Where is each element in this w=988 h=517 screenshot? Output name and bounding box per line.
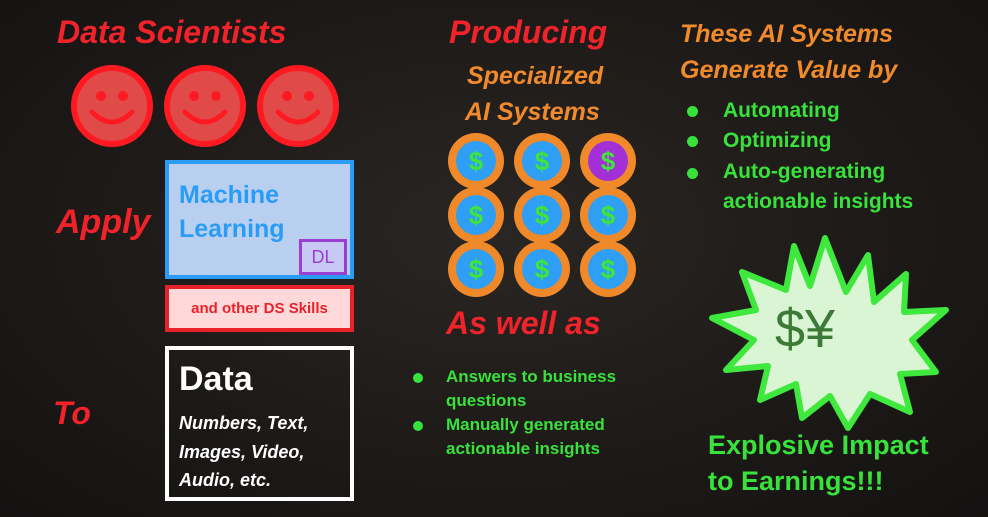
earnings-text: to Earnings!!! xyxy=(708,466,884,496)
dollar-coin-icon: $ xyxy=(580,241,636,297)
these-ai-systems-heading: These AI Systems xyxy=(680,20,894,48)
apply-label: Apply xyxy=(56,203,151,241)
bullet-text: actionable insights xyxy=(723,190,914,213)
bullet-text: Auto-generating xyxy=(723,160,886,183)
specialized-heading: Specialized xyxy=(467,62,604,90)
ds-skills-box: and other DS Skills xyxy=(165,285,354,332)
dollar-coin-icon: $ xyxy=(514,241,570,297)
dollar-coin-icon: $ xyxy=(448,241,504,297)
data-title: Data xyxy=(179,360,253,398)
bullet-dot-icon xyxy=(413,373,423,383)
starburst-icon xyxy=(709,235,949,431)
dollar-coin-icon: $ xyxy=(514,187,570,243)
bullet-text: Manually generated xyxy=(446,415,605,434)
ai-systems-heading: AI Systems xyxy=(465,98,600,126)
explosive-impact-text: Explosive Impact xyxy=(708,430,929,460)
bullet-text: Automating xyxy=(723,99,840,122)
data-line: Numbers, Text, xyxy=(179,413,309,433)
svg-text:$: $ xyxy=(469,146,484,176)
bullet-text: questions xyxy=(446,391,527,410)
machine-learning-box: Machine Learning DL xyxy=(165,160,354,279)
dollar-coin-icon: $ xyxy=(580,187,636,243)
bullet-dot-icon xyxy=(687,136,698,147)
dollar-coin-icon: $ xyxy=(580,133,636,189)
data-line: Images, Video, xyxy=(179,442,305,462)
svg-text:$: $ xyxy=(469,254,484,284)
dollar-coin-icon: $ xyxy=(448,133,504,189)
producing-heading: Producing xyxy=(449,14,608,50)
dollar-coin-icon: $ xyxy=(514,133,570,189)
smiley-face-icon xyxy=(71,65,153,147)
svg-text:$: $ xyxy=(601,146,616,176)
generate-value-heading: Generate Value by xyxy=(680,56,898,84)
bullet-text: Answers to business xyxy=(446,367,617,386)
data-box: Data Numbers, Text, Images, Video, Audio… xyxy=(165,346,354,501)
bullet-dot-icon xyxy=(687,106,698,117)
bullet-dot-icon xyxy=(687,168,698,179)
as-well-as-heading: As well as xyxy=(446,305,601,341)
svg-text:$: $ xyxy=(601,200,616,230)
svg-text:$: $ xyxy=(469,200,484,230)
svg-text:$: $ xyxy=(535,146,550,176)
currency-symbols: $¥ xyxy=(775,299,836,359)
data-line: Audio, etc. xyxy=(179,470,272,490)
smiley-face-icon xyxy=(164,65,246,147)
svg-text:$: $ xyxy=(535,254,550,284)
to-label: To xyxy=(53,395,91,431)
data-scientists-heading: Data Scientists xyxy=(57,14,287,50)
dl-badge: DL xyxy=(299,239,347,275)
machine-learning-title: Machine Learning xyxy=(179,181,285,243)
smiley-face-icon xyxy=(257,65,339,147)
bullet-text: actionable insights xyxy=(446,439,600,458)
svg-text:$: $ xyxy=(601,254,616,284)
bullet-text: Optimizing xyxy=(723,129,832,152)
dollar-coin-icon: $ xyxy=(448,187,504,243)
svg-text:$: $ xyxy=(535,200,550,230)
bullet-dot-icon xyxy=(413,421,423,431)
